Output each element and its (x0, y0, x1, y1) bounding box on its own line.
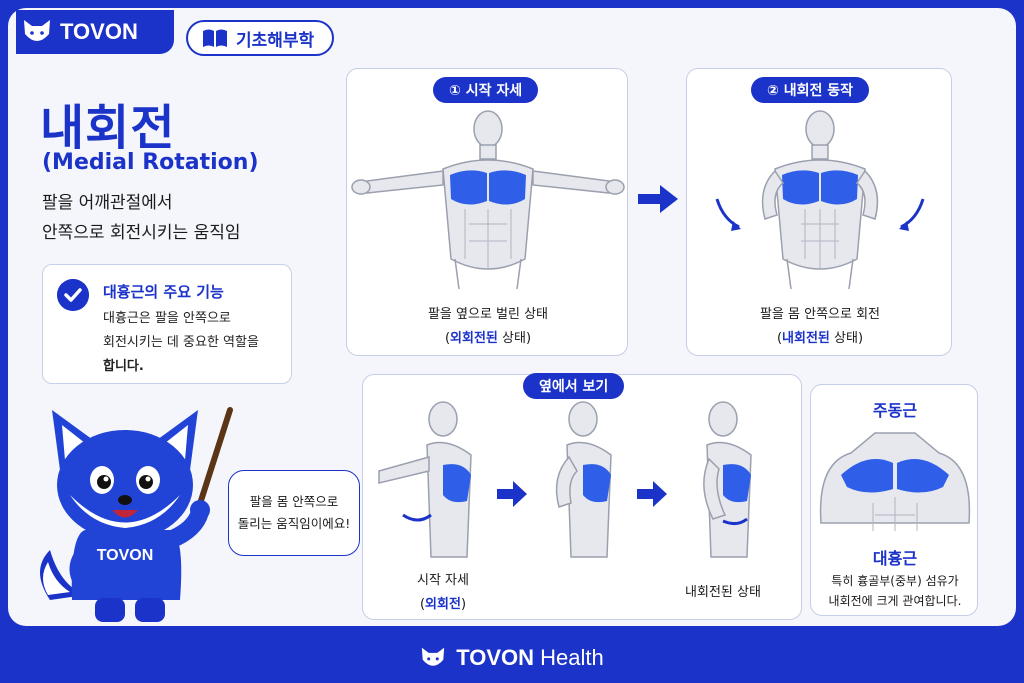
info-body: 대흉근은 팔을 안쪽으로 회전시키는 데 중요한 역할을 합니다. (103, 307, 287, 379)
right-pectoral-muscle (821, 170, 858, 205)
fox-logo-icon (24, 20, 50, 41)
prime-mover-heading: 주동근 (872, 401, 918, 420)
side-view-panel: 옆에서 보기 시작 자세 (외회전) 내회전된 상태 (362, 373, 802, 620)
rotation-caption-rest: 상태) (829, 331, 864, 346)
side-pectoral-muscle (443, 464, 471, 503)
left-pectoral-muscle (782, 170, 819, 205)
movement-description: 팔을 어깨관절에서 안쪽으로 회전시키는 움직임 (42, 188, 241, 248)
start-position-caption: 팔을 옆으로 벌린 상태 (외회전된 상태) (347, 303, 629, 351)
rotation-caption-highlight: 내회전된 (782, 331, 830, 346)
side-figure-end (703, 401, 752, 558)
start-position-badge: ① 시작 자세 (433, 77, 539, 103)
right-arrow-icon (638, 185, 678, 213)
prime-mover-panel: 주동근 대흉근 특히 흉골부(중부) 섬유가 내회전에 크게 관여합니다. (810, 384, 978, 616)
muscle-desc-line-1: 특히 흉골부(중부) 섬유가 (831, 574, 959, 588)
info-body-line-3: 합니다. (103, 359, 144, 374)
info-heading: 대흉근의 주요 기능 (103, 283, 224, 301)
rotation-caption-line-1: 팔을 몸 안쪽으로 회전 (759, 307, 881, 322)
body-arms-open-figure (351, 110, 625, 289)
book-icon (203, 29, 227, 47)
brand-logo: TOVON (16, 10, 174, 54)
description-line-1: 팔을 어깨관절에서 (42, 193, 173, 213)
logo-text: TOVON (60, 19, 138, 44)
medial-rotation-panel: ② 내회전 동작 팔을 몸 안쪽으로 회전 (내회전된 상태) (686, 68, 952, 356)
muscle-description: 특히 흉골부(중부) 섬유가 내회전에 크게 관여합니다. (811, 571, 979, 611)
side-pectoral-muscle (723, 464, 751, 503)
fox-logo-icon (422, 647, 445, 666)
info-box: 대흉근의 주요 기능 대흉근은 팔을 안쪽으로 회전시키는 데 중요한 역할을 … (42, 264, 292, 384)
fox-mascot-illustration: TOVON (40, 407, 233, 622)
right-pectoral-muscle (489, 170, 526, 205)
check-icon (57, 279, 89, 311)
side-start-caption-line-1: 시작 자세 (417, 573, 469, 588)
side-figure-start (378, 401, 472, 558)
muscle-desc-line-2: 내회전에 크게 관여합니다. (828, 594, 962, 608)
side-view-badge: 옆에서 보기 (523, 373, 625, 399)
footer-brand: TOVON Health (0, 636, 1024, 680)
left-pectoral-muscle (450, 170, 487, 205)
body-arms-rotated-figure (715, 110, 925, 289)
info-body-line-1: 대흉근은 팔을 안쪽으로 (103, 311, 231, 326)
start-caption-open: ( (444, 331, 451, 346)
side-figure-middle (555, 401, 612, 558)
rotation-caption-open: ( (776, 331, 783, 346)
side-end-caption: 내회전된 상태 (685, 585, 761, 600)
side-pectoral-muscle (583, 464, 611, 503)
medial-rotation-badge: ② 내회전 동작 (751, 77, 870, 103)
description-line-2: 안쪽으로 회전시키는 움직임 (42, 223, 241, 243)
muscle-name: 대흉근 (872, 549, 918, 568)
side-start-caption-open: ( (419, 597, 426, 612)
page-title: 내회전 (40, 100, 176, 156)
footer-brand-bold: TOVON (456, 645, 535, 670)
start-caption-line-1: 팔을 옆으로 벌린 상태 (427, 307, 549, 322)
side-view-figures (378, 401, 752, 558)
footer-brand-rest: Health (540, 645, 604, 670)
start-position-panel: ① 시작 자세 팔을 옆으로 벌린 상태 (외회전된 상태) (346, 68, 628, 356)
info-body-line-2: 회전시키는 데 중요한 역할을 (103, 335, 259, 350)
medial-rotation-caption: 팔을 몸 안쪽으로 회전 (내회전된 상태) (687, 303, 953, 351)
side-arrow-1-icon (497, 481, 527, 507)
side-arrow-2-icon (637, 481, 667, 507)
category-label: 기초해부학 (236, 30, 315, 51)
speech-line-1: 팔을 몸 안쪽으로 (249, 494, 339, 509)
start-caption-highlight: 외회전된 (450, 331, 498, 346)
page-subtitle: (Medial Rotation) (42, 150, 259, 175)
speech-bubble: 팔을 몸 안쪽으로 돌리는 움직임이에요! (228, 470, 360, 556)
side-start-caption: 시작 자세 (외회전) (383, 569, 503, 617)
side-start-caption-highlight: 외회전 (425, 597, 461, 612)
hoodie-text: TOVON (97, 547, 154, 564)
side-start-caption-close: ) (460, 597, 467, 612)
right-pectoralis-major (897, 459, 949, 493)
category-badge: 기초해부학 (186, 20, 335, 56)
start-caption-rest: 상태) (497, 331, 532, 346)
left-pectoralis-major (841, 459, 893, 493)
speech-line-2: 돌리는 움직임이에요! (237, 516, 351, 531)
pectoral-muscle-diagram (819, 432, 971, 531)
